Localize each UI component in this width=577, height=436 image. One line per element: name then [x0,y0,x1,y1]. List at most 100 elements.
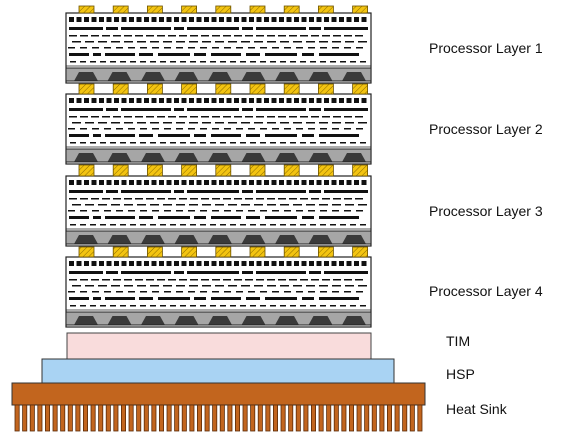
heat-sink-fin [356,404,362,432]
heat-sink-fin [250,404,256,432]
microbump [317,5,334,14]
heat-sink-fin [219,404,225,432]
microbump [78,246,95,258]
heat-sink-fin [265,404,271,432]
metal-wiring [68,180,368,226]
microbump [352,246,369,258]
microbump [181,83,198,95]
heat-sink-fin [105,404,111,432]
heat-sink-fin [67,404,73,432]
heat-sink-fin [402,404,408,432]
heat-sink-fin [341,404,347,432]
heat-sink-fin [189,404,195,432]
microbump [283,164,300,177]
heat-sink-fin [409,404,415,432]
heat-sink-fin [204,404,210,432]
label-processor-layer-1: Processor Layer 1 [429,40,543,56]
label-processor-layer-2: Processor Layer 2 [429,121,543,137]
microbump [215,5,232,14]
label-tim: TIM [446,333,471,349]
processor-layer-2 [65,93,372,165]
microbump [146,5,163,14]
heat-sink-fin [37,404,43,432]
heat-sink-fin [113,404,119,432]
label-heat-sink: Heat Sink [446,401,507,417]
microbump [112,164,129,177]
heat-sink-fin [212,404,218,432]
heat-sink-fin [60,404,66,432]
microbump [146,246,163,258]
heat-sink-fin [280,404,286,432]
heat-sink-fin [136,404,142,432]
heat-sink-fin [417,404,423,432]
tsv-notches [74,235,366,244]
heat-sink-fin [121,404,127,432]
heat-sink-base [11,382,426,406]
heat-sink-fin [348,404,354,432]
heat-sink-fin [52,404,58,432]
processor-layer-1 [65,12,372,84]
microbump [352,5,369,14]
heat-sink-fin [303,404,309,432]
tsv-notches [74,316,366,325]
heat-sink-fin [98,404,104,432]
heat-sink-fin [143,404,149,432]
microbump-row-1 [78,5,369,14]
heat-sink-fin [386,404,392,432]
heat-sink-fin [257,404,263,432]
heat-sink-fin [318,404,324,432]
microbump [112,246,129,258]
heat-sink-fin [379,404,385,432]
heat-sink-fin [196,404,202,432]
microbump [215,164,232,177]
microbump [283,246,300,258]
hsp-block [41,358,395,384]
microbump [146,83,163,95]
microbump [146,164,163,177]
microbump [181,5,198,14]
metal-wiring [68,261,368,307]
tim-block [66,332,372,360]
heat-sink-fin [295,404,301,432]
heat-sink-fins [14,404,423,432]
heat-sink-fin [364,404,370,432]
heat-sink-fin [22,404,28,432]
microbump [317,83,334,95]
microbump-row-3 [78,164,369,177]
heat-sink-fin [14,404,20,432]
microbump [249,246,266,258]
heat-sink-fin [371,404,377,432]
microbump [78,83,95,95]
microbump [352,164,369,177]
heat-sink-fin [174,404,180,432]
microbump [181,246,198,258]
heat-sink-fin [394,404,400,432]
microbump [215,246,232,258]
label-hsp: HSP [446,366,475,382]
microbump [78,5,95,14]
heat-sink-fin [310,404,316,432]
microbump [112,83,129,95]
heat-sink-fin [333,404,339,432]
heat-sink-fin [288,404,294,432]
heat-sink-fin [181,404,187,432]
heat-sink-fin [272,404,278,432]
processor-layer-4 [65,256,372,328]
microbump [317,164,334,177]
processor-layer-3 [65,175,372,247]
tsv-notches [74,153,366,162]
heat-sink-fin [29,404,35,432]
microbump [283,83,300,95]
label-processor-layer-3: Processor Layer 3 [429,203,543,219]
microbump-row-2 [78,83,369,95]
heat-sink-fin [234,404,240,432]
heat-sink-fin [158,404,164,432]
heat-sink-fin [227,404,233,432]
tsv-notches [74,72,366,81]
microbump [181,164,198,177]
heat-sink-fin [90,404,96,432]
microbump [317,246,334,258]
microbump [352,83,369,95]
heat-sink-fin [166,404,172,432]
